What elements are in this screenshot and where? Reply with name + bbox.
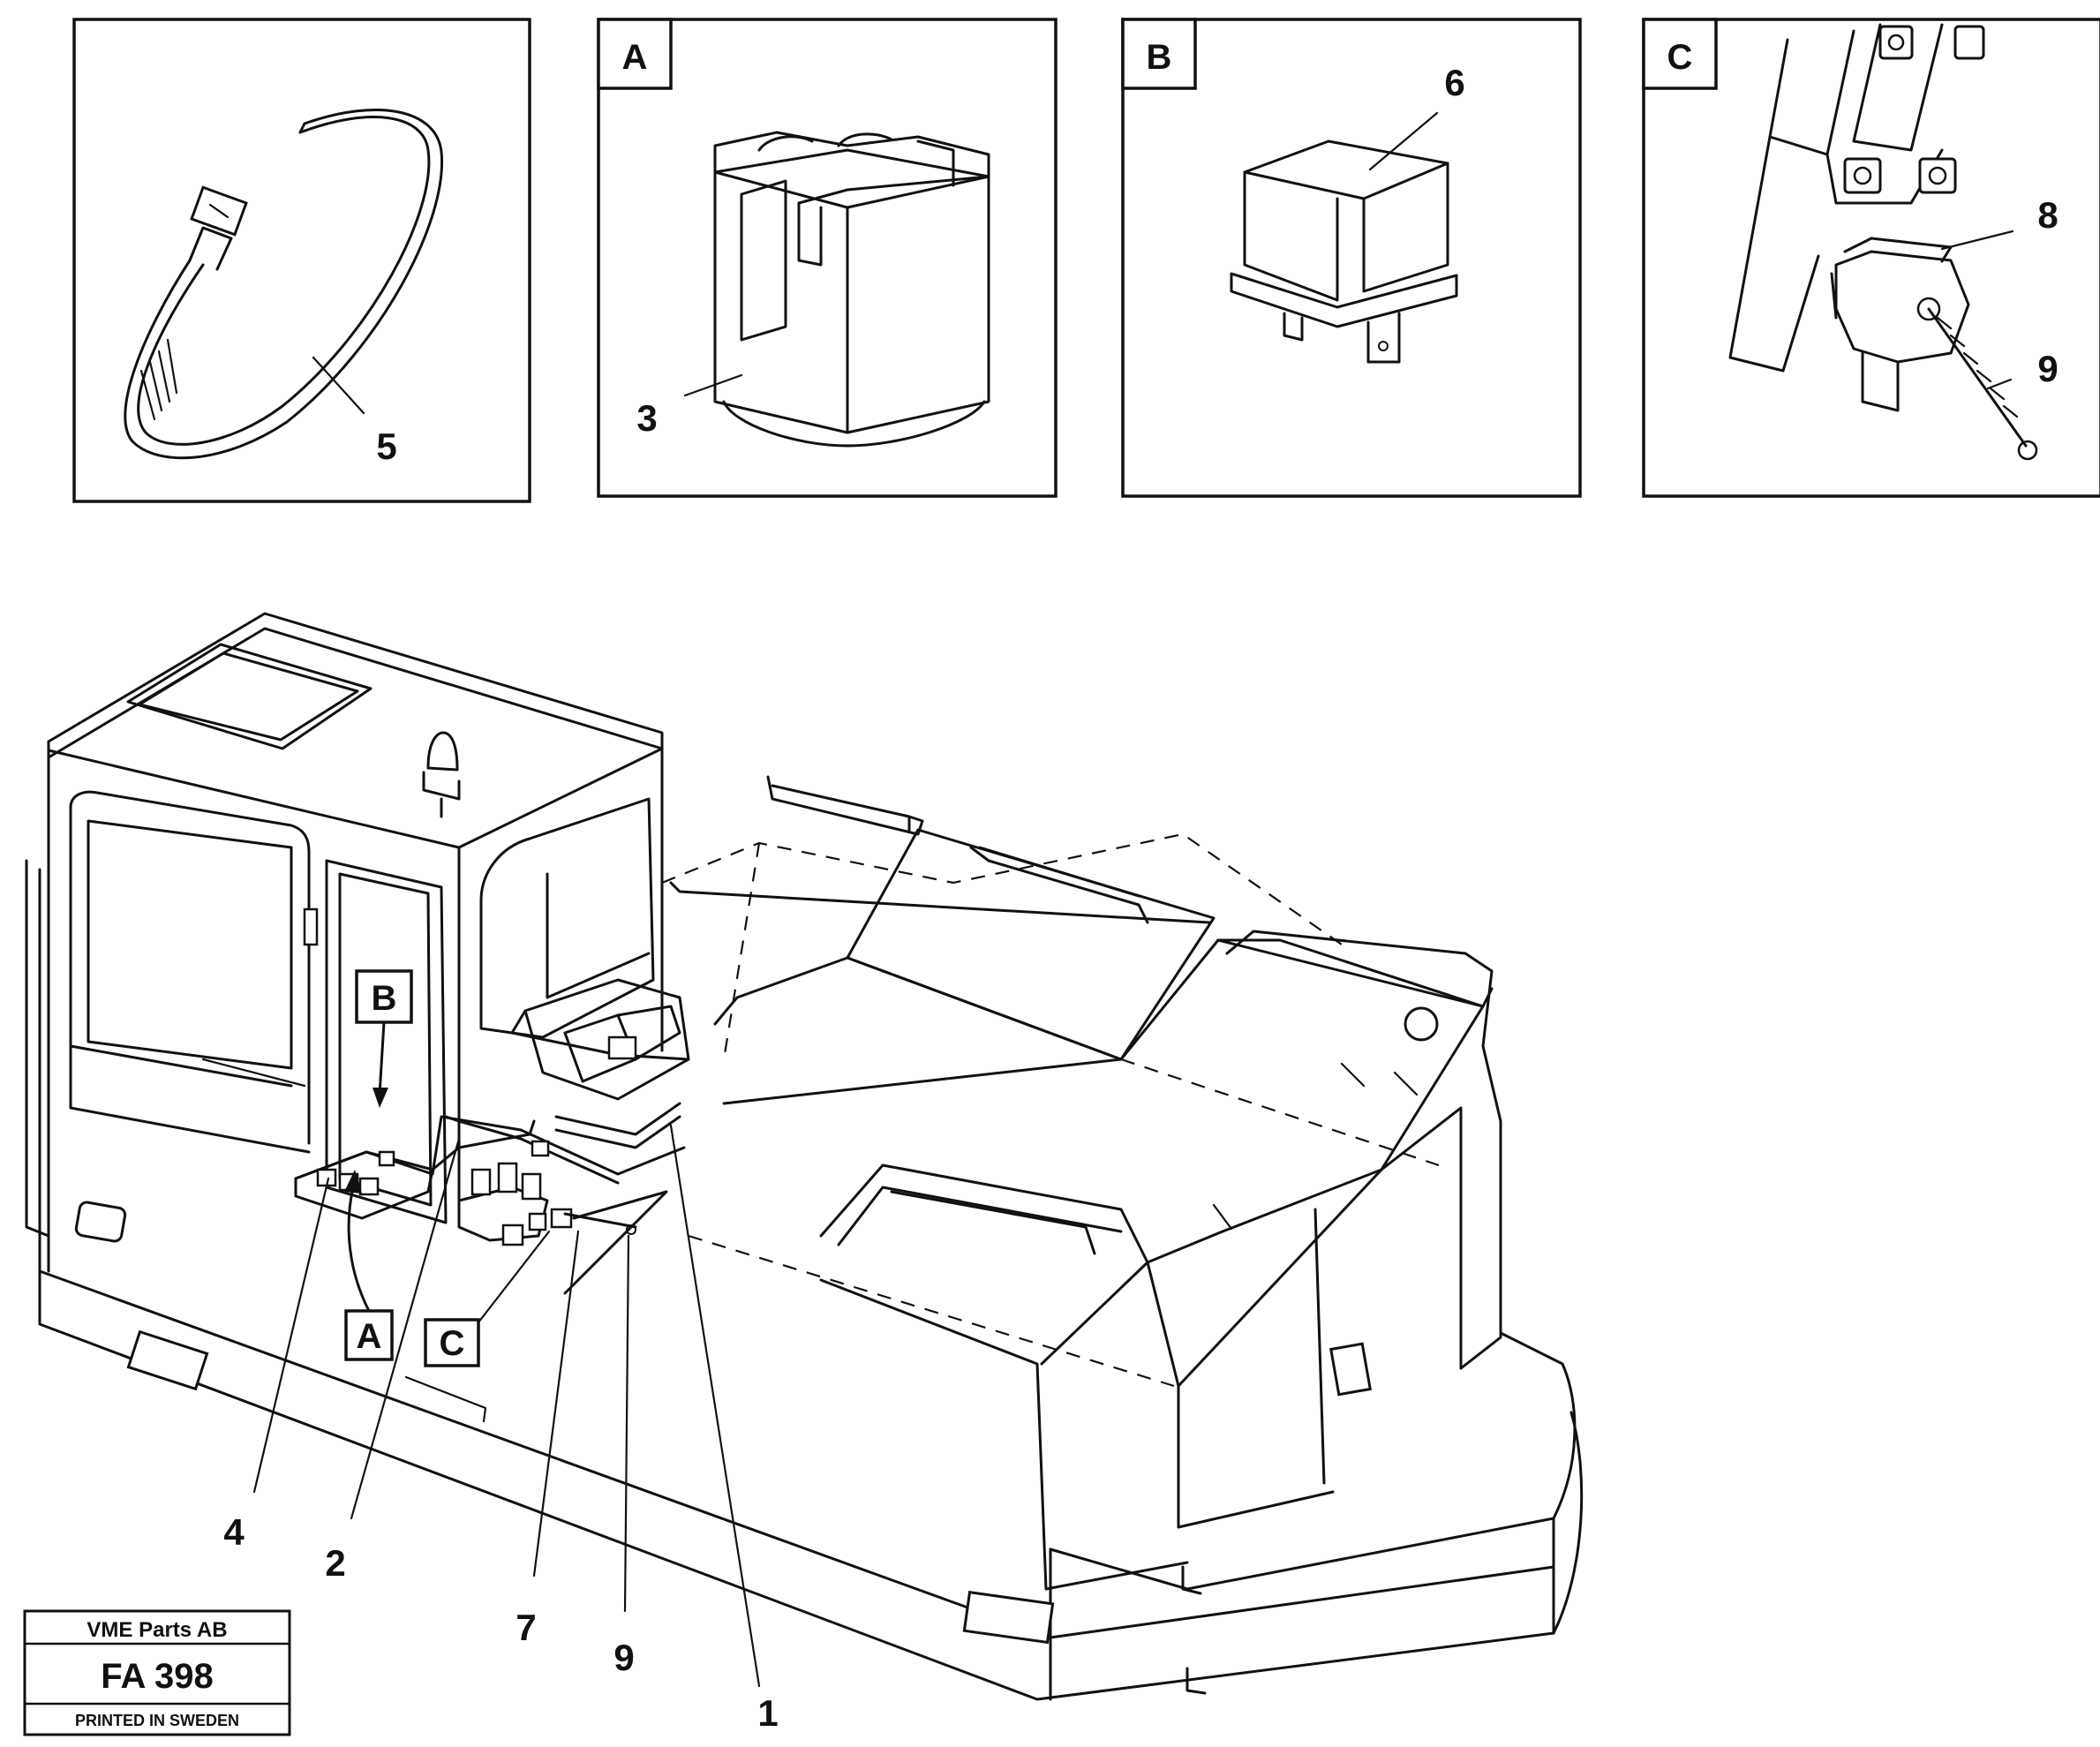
leader-9-main — [623, 1234, 630, 1613]
panel-a-tag: A — [622, 38, 648, 77]
leader-3 — [683, 373, 743, 397]
panel-c-tag: C — [1667, 38, 1693, 77]
valve-bracket-drawing — [1728, 23, 2038, 461]
callout-8: 8 — [2037, 194, 2058, 236]
main-tag-c-box — [424, 1318, 480, 1367]
detail-panel-b: B 6 — [1121, 18, 1582, 498]
title-printed: PRINTED IN SWEDEN — [75, 1712, 239, 1729]
detail-panel-strap: 5 — [72, 18, 531, 503]
title-code: FA 398 — [101, 1657, 213, 1696]
callout-5: 5 — [376, 425, 396, 467]
leader-8 — [1940, 230, 2014, 251]
callout-1: 1 — [757, 1692, 778, 1734]
leader-6 — [1368, 111, 1439, 171]
detail-panel-a: A 3 — [597, 18, 1058, 498]
arrow-a — [347, 1186, 371, 1313]
main-tag-a-box — [344, 1309, 394, 1361]
callout-9-detail: 9 — [2037, 348, 2058, 389]
leader-1 — [669, 1124, 761, 1688]
panel-b-tag: B — [1147, 38, 1172, 77]
leader-5 — [312, 356, 365, 415]
leader-7 — [532, 1230, 580, 1578]
fuse-holder-drawing — [713, 131, 990, 448]
callout-3: 3 — [636, 397, 657, 439]
title-company: VME Parts AB — [87, 1618, 227, 1642]
leader-4 — [252, 1177, 330, 1494]
relay-drawing — [1230, 139, 1458, 364]
main-tag-b-box — [355, 969, 413, 1024]
callout-2: 2 — [325, 1542, 345, 1584]
main-tag-a: A — [357, 1317, 382, 1356]
main-tag-c: C — [440, 1324, 465, 1363]
leader-9-detail — [1986, 378, 2013, 390]
cable-tie-drawing — [124, 109, 444, 460]
callout-4: 4 — [223, 1511, 245, 1553]
callout-7: 7 — [516, 1607, 536, 1648]
detail-panel-c: C 8 9 — [1642, 18, 2100, 498]
main-tag-b: B — [372, 979, 397, 1018]
callout-9-main: 9 — [613, 1637, 634, 1678]
callout-6: 6 — [1444, 62, 1464, 103]
title-block: VME Parts AB FA 398 PRINTED IN SWEDEN — [23, 1609, 291, 1736]
leader-2 — [350, 1137, 461, 1520]
arrow-b — [378, 1020, 386, 1096]
main-view-machine: B A C 4 2 7 9 1 — [25, 612, 1584, 1734]
leader-c — [477, 1230, 551, 1324]
